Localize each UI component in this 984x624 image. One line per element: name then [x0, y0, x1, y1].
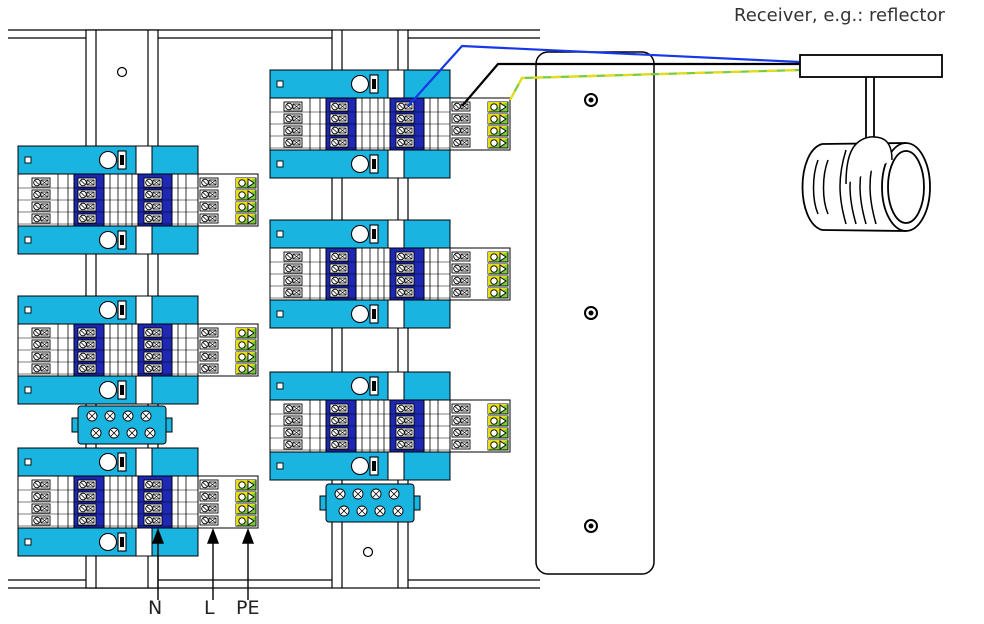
mounting-plate — [535, 51, 655, 575]
terminal-module-left-2 — [17, 295, 259, 405]
terminal-module-left-3 — [17, 447, 259, 557]
distributor-block-icon — [319, 483, 421, 523]
protective-earth-label: PE — [236, 597, 260, 619]
pointer-arrows — [151, 528, 255, 600]
reflector-lamp-icon — [799, 54, 943, 232]
terminal-module-right-1 — [269, 69, 511, 179]
horizontal-rails — [8, 29, 540, 589]
receiver-label: Receiver, e.g.: reflector — [734, 5, 945, 26]
mounting-screw-icon — [362, 546, 374, 558]
terminal-module-right-3 — [269, 371, 511, 481]
mounting-screw-icon — [116, 66, 128, 78]
blue-wire — [407, 44, 801, 107]
supply-cable — [407, 44, 802, 107]
distributor-block-icon — [71, 405, 173, 445]
terminal-module-right-2 — [269, 219, 511, 329]
black-wire — [461, 62, 802, 107]
neutral-label: N — [148, 597, 163, 619]
terminal-module-left-1 — [17, 145, 259, 255]
live-label: L — [204, 597, 215, 619]
